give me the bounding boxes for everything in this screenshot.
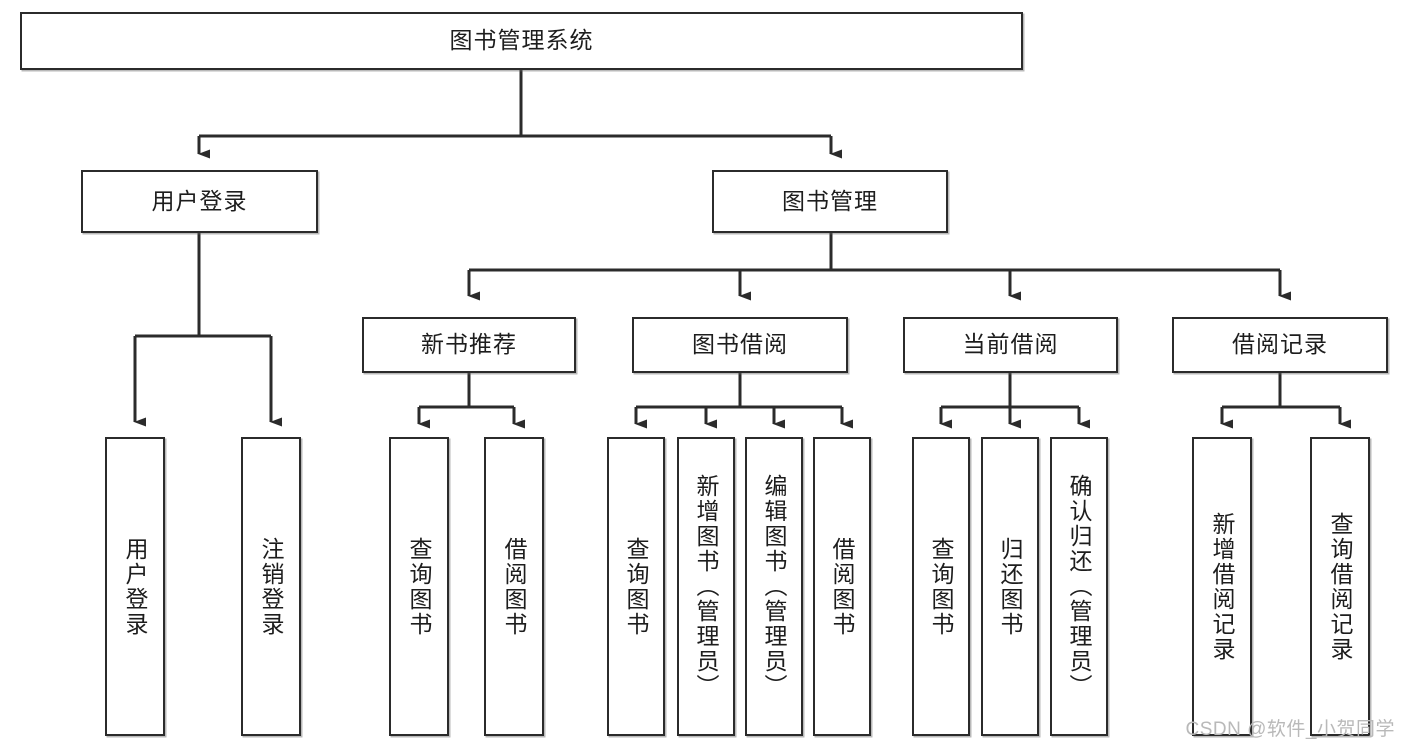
node-leaf-query-record[interactable]: 查询借阅记录 xyxy=(1310,437,1370,736)
node-leaf-logout-login-label: 注销登录 xyxy=(258,536,285,637)
node-leaf-add-book-label: 新增图书（管理员） xyxy=(693,474,720,699)
node-leaf-query-record-label: 查询借阅记录 xyxy=(1327,511,1354,662)
node-leaf-edit-book-label: 编辑图书（管理员） xyxy=(761,474,788,699)
node-book-management[interactable]: 图书管理 xyxy=(712,170,948,233)
node-leaf-query-book-2[interactable]: 查询图书 xyxy=(607,437,665,736)
node-leaf-add-book[interactable]: 新增图书（管理员） xyxy=(677,437,735,736)
node-root-label: 图书管理系统 xyxy=(449,27,594,54)
node-leaf-borrow-book-1[interactable]: 借阅图书 xyxy=(484,437,544,736)
node-leaf-query-book-3[interactable]: 查询图书 xyxy=(912,437,970,736)
node-leaf-return-book-label: 归还图书 xyxy=(997,536,1024,637)
node-book-management-label: 图书管理 xyxy=(782,187,878,214)
node-leaf-edit-book[interactable]: 编辑图书（管理员） xyxy=(745,437,803,736)
node-root-book-management-system[interactable]: 图书管理系统 xyxy=(20,12,1023,70)
node-leaf-user-login[interactable]: 用户登录 xyxy=(105,437,165,736)
node-new-book-recommend-label: 新书推荐 xyxy=(421,331,517,358)
node-borrow-record[interactable]: 借阅记录 xyxy=(1172,317,1388,373)
node-leaf-query-book-1[interactable]: 查询图书 xyxy=(389,437,449,736)
node-leaf-logout-login[interactable]: 注销登录 xyxy=(241,437,301,736)
node-leaf-borrow-book-2[interactable]: 借阅图书 xyxy=(813,437,871,736)
node-user-login[interactable]: 用户登录 xyxy=(81,170,318,233)
node-leaf-add-record-label: 新增借阅记录 xyxy=(1209,511,1236,662)
node-leaf-user-login-label: 用户登录 xyxy=(122,536,149,637)
node-book-borrow[interactable]: 图书借阅 xyxy=(632,317,848,373)
node-leaf-confirm-return-label: 确认归还（管理员） xyxy=(1066,474,1093,699)
node-book-borrow-label: 图书借阅 xyxy=(692,331,788,358)
node-leaf-confirm-return[interactable]: 确认归还（管理员） xyxy=(1050,437,1108,736)
node-leaf-query-book-1-label: 查询图书 xyxy=(406,536,433,637)
node-current-borrow[interactable]: 当前借阅 xyxy=(903,317,1118,373)
node-leaf-return-book[interactable]: 归还图书 xyxy=(981,437,1039,736)
node-leaf-query-book-2-label: 查询图书 xyxy=(623,536,650,637)
node-user-login-label: 用户登录 xyxy=(151,187,248,214)
node-leaf-add-record[interactable]: 新增借阅记录 xyxy=(1192,437,1252,736)
node-leaf-borrow-book-2-label: 借阅图书 xyxy=(829,536,856,637)
node-leaf-borrow-book-1-label: 借阅图书 xyxy=(501,536,528,637)
node-leaf-query-book-3-label: 查询图书 xyxy=(928,536,955,637)
node-new-book-recommend[interactable]: 新书推荐 xyxy=(362,317,576,373)
node-borrow-record-label: 借阅记录 xyxy=(1232,331,1328,358)
node-current-borrow-label: 当前借阅 xyxy=(962,331,1059,358)
